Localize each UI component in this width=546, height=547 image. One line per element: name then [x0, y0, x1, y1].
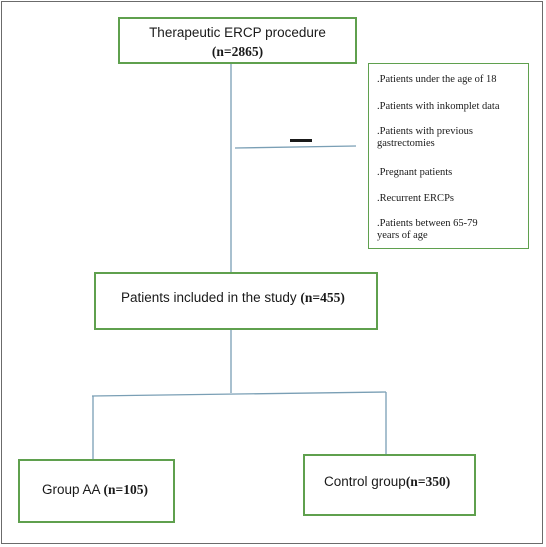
box-control-group-count: (n=350): [405, 474, 451, 489]
box-patients-included-label: Patients included in the study: [121, 290, 301, 305]
exclusion-item: .Patients with previous gastrectomies: [377, 126, 473, 149]
exclusion-item: .Patients with inkomplet data: [377, 101, 500, 112]
box-therapeutic-ercp-count: (n=2865): [211, 44, 264, 59]
exclusion-item: .Patients between 65-79 years of age: [377, 218, 478, 241]
box-control-group-label: Control group: [324, 474, 406, 489]
connector-split-horizontal: [91, 391, 387, 397]
box-exclusion-criteria: .Patients under the age of 18 .Patients …: [368, 63, 529, 249]
box-group-aa: Group AA (n=105): [18, 459, 175, 523]
box-group-aa-count: (n=105): [103, 482, 148, 497]
box-control-group: Control group(n=350): [303, 454, 476, 516]
minus-sign: [290, 139, 312, 142]
exclusion-item: .Pregnant patients: [377, 167, 453, 178]
exclusion-item: .Patients under the age of 18: [377, 74, 497, 85]
box-group-aa-label: Group AA: [42, 482, 104, 497]
box-patients-included-count: (n=455): [300, 290, 345, 305]
box-patients-included: Patients included in the study (n=455): [94, 272, 378, 330]
exclusion-item: .Recurrent ERCPs: [377, 193, 454, 204]
box-therapeutic-ercp: Therapeutic ERCP procedure (n=2865): [118, 17, 357, 64]
connector-to-exclusions: [234, 145, 357, 149]
box-therapeutic-ercp-label: Therapeutic ERCP procedure: [149, 25, 326, 40]
